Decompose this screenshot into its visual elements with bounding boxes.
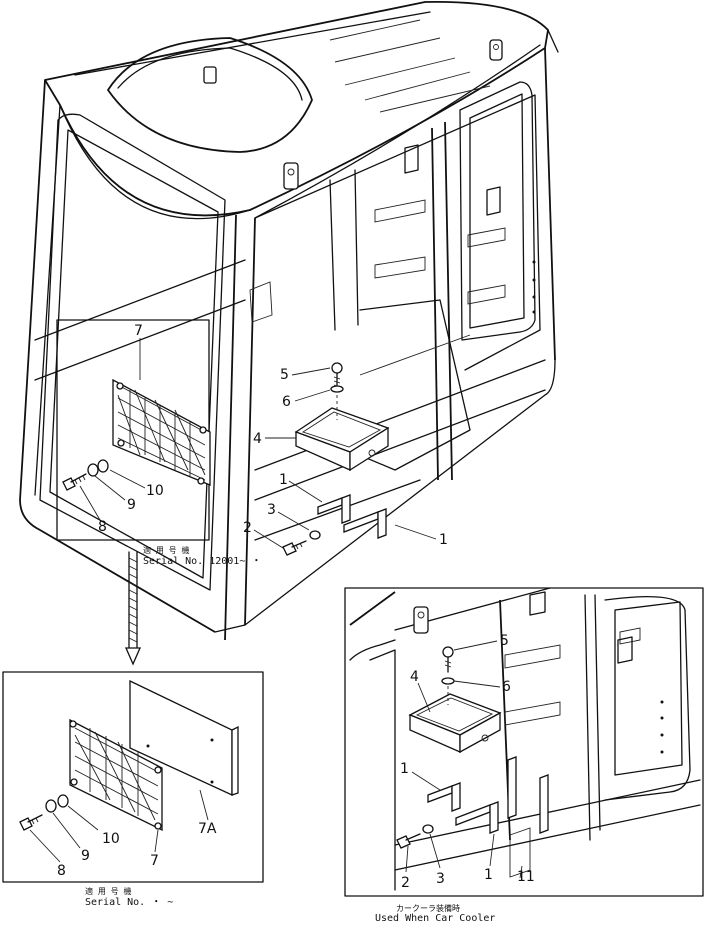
callout-1: 1 (279, 472, 288, 488)
callout-5: 5 (280, 367, 289, 383)
car-cooler-inset (345, 588, 703, 896)
callout-9: 9 (81, 848, 90, 864)
serial-note-jp: 適 用 号 機 (85, 887, 132, 896)
callout-8: 8 (57, 863, 66, 879)
car-cooler-note: Used When Car Cooler (375, 913, 496, 924)
serial-note-jp: 適 用 号 機 (143, 546, 190, 555)
callout-9: 9 (127, 497, 136, 513)
callout-1: 1 (484, 867, 493, 883)
callout-6: 6 (502, 679, 511, 695)
cab-frame (20, 2, 558, 640)
callout-3: 3 (436, 871, 445, 887)
lower-net-mesh (75, 728, 158, 820)
callout-1: 1 (439, 532, 448, 548)
callout-6: 6 (282, 394, 291, 410)
lower-net-panel (3, 672, 263, 882)
callout-5: 5 (500, 633, 509, 649)
callout-4: 4 (253, 431, 262, 447)
inset-net-detail (57, 320, 210, 540)
callout-8: 8 (98, 519, 107, 535)
callout-7a: 7A (198, 821, 217, 837)
callout-3: 3 (267, 502, 276, 518)
serial-note: Serial No. ・ ~ (85, 897, 174, 908)
callout-11: 11 (517, 869, 535, 885)
callout-2: 2 (401, 875, 410, 891)
callout-2: 2 (243, 520, 252, 536)
callout-10: 10 (102, 831, 120, 847)
transition-arrow (126, 552, 140, 664)
serial-note: Serial No. 12001~ ・ (143, 556, 262, 567)
net-mesh (118, 385, 205, 480)
callout-1: 1 (400, 761, 409, 777)
callout-10: 10 (146, 483, 164, 499)
callout-7: 7 (134, 323, 143, 339)
car-cooler-note-jp: カークーラ装備時 (396, 904, 460, 913)
callout-4: 4 (410, 669, 419, 685)
box-assembly-main (254, 363, 436, 555)
callout-7: 7 (150, 853, 159, 869)
